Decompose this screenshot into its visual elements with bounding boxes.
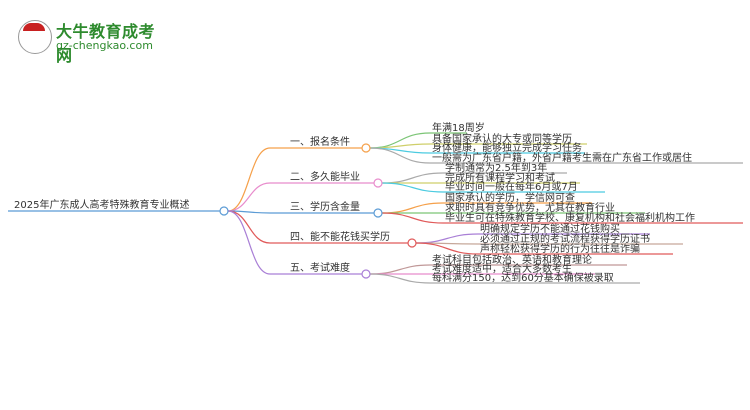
collapse-node-icon[interactable]: [361, 269, 371, 279]
leaf-connector: [369, 273, 431, 284]
leaf-item[interactable]: 求职时具有竞争优势，尤其在教育行业: [445, 201, 615, 214]
branch-connector: [227, 147, 271, 212]
branch-title-5[interactable]: 五、考试难度: [290, 261, 350, 274]
leaf-item[interactable]: 学制通常为2.5年到3年: [445, 161, 547, 174]
leaf-item[interactable]: 具备国家承认的大专或同等学历: [432, 132, 572, 145]
branch-connector: [227, 210, 271, 244]
root-title[interactable]: 2025年广东成人高考特殊教育专业概述: [14, 198, 189, 211]
collapse-node-icon[interactable]: [361, 143, 371, 153]
leaf-connector: [381, 172, 444, 184]
logo-url: gz-chengkao.com: [56, 39, 153, 52]
collapse-node-icon[interactable]: [373, 178, 383, 188]
leaf-connector: [381, 212, 444, 224]
logo-brand: 大牛教育成考网: [56, 22, 156, 65]
branch-title-3[interactable]: 三、学历含金量: [290, 200, 360, 213]
leaf-item[interactable]: 考试科目包括政治、英语和教育理论: [432, 253, 592, 266]
leaf-item[interactable]: 明确规定学历不能通过花钱购买: [480, 222, 620, 235]
leaf-item[interactable]: 必须通过正规的考试流程获得学历证书: [480, 232, 650, 245]
leaf-item[interactable]: 一般需为广东省户籍，外省户籍考生需在广东省工作或居住: [432, 151, 692, 164]
branch-connector: [227, 210, 271, 275]
collapse-node-icon[interactable]: [407, 238, 417, 248]
leaf-connector: [381, 202, 444, 214]
branch-title-1[interactable]: 一、报名条件: [290, 135, 350, 148]
leaf-item[interactable]: 年满18周岁: [432, 121, 485, 134]
leaf-item[interactable]: 声称轻松获得学历的行为往往是诈骗: [480, 242, 640, 255]
branch-title-2[interactable]: 二、多久能毕业: [290, 170, 360, 183]
leaf-connector: [369, 147, 431, 164]
leaf-connector: [369, 143, 431, 149]
site-logo[interactable]: 大牛教育成考网 gz-chengkao.com: [18, 18, 168, 65]
leaf-item[interactable]: 毕业生可在特殊教育学校、康复机构和社会福利机构工作: [445, 211, 695, 224]
leaf-item[interactable]: 国家承认的学历，学信网可查: [445, 191, 575, 204]
leaf-connector: [381, 182, 444, 193]
collapse-node-icon[interactable]: [373, 208, 383, 218]
leaf-connector: [415, 242, 479, 255]
branch-title-4[interactable]: 四、能不能花钱买学历: [290, 230, 390, 243]
branch-connector: [227, 182, 271, 212]
leaf-item[interactable]: 身体健康，能够独立完成学习任务: [432, 141, 582, 154]
leaf-connector: [415, 233, 479, 244]
leaf-item[interactable]: 考试难度适中，适合大多数考生: [432, 262, 572, 275]
logo-badge-icon: [18, 20, 52, 54]
leaf-item[interactable]: 毕业时间一般在每年6月或7月: [445, 180, 578, 193]
leaf-connector: [369, 264, 431, 275]
leaf-item[interactable]: 完成所有课程学习和考试: [445, 171, 555, 184]
leaf-item[interactable]: 每科满分150，达到60分基本确保被录取: [432, 271, 614, 284]
root-collapse-node-icon[interactable]: [219, 206, 229, 216]
